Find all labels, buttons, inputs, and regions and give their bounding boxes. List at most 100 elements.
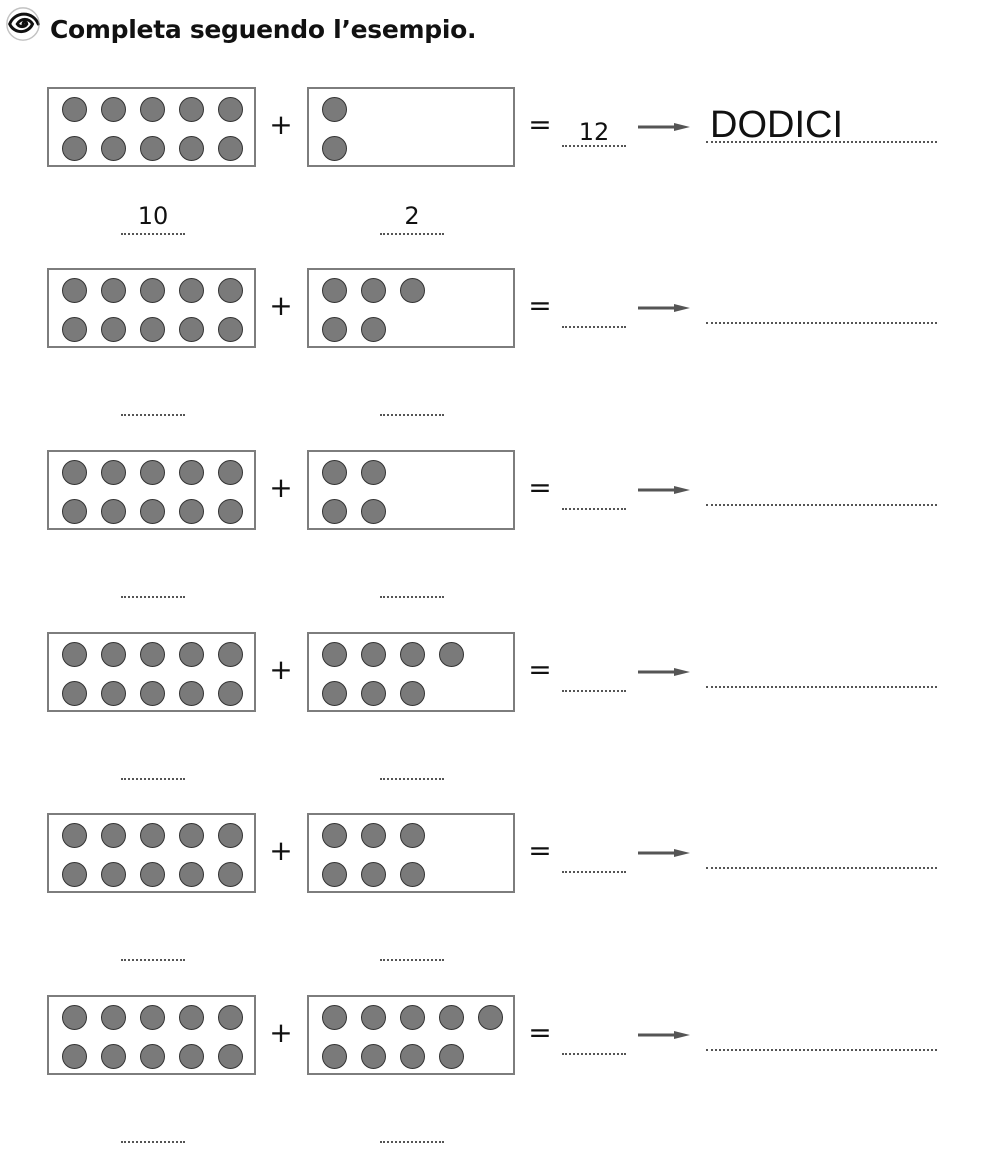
number-word-blank[interactable] <box>706 650 937 688</box>
counter-dot <box>140 681 165 706</box>
tens-value-blank[interactable]: 10 <box>121 199 185 235</box>
counter-dot <box>218 681 243 706</box>
sum-blank[interactable] <box>562 482 626 510</box>
counter-dot <box>322 97 347 122</box>
counter-dot <box>322 862 347 887</box>
units-frame <box>307 87 515 167</box>
counter-dot <box>361 499 386 524</box>
tens-frame <box>47 450 256 530</box>
number-word-blank[interactable]: DODICI <box>706 105 937 145</box>
counter-dot <box>400 642 425 667</box>
sum-blank[interactable] <box>562 664 626 692</box>
counter-dot <box>179 460 204 485</box>
counter-dot <box>62 823 87 848</box>
counter-dot <box>361 1005 386 1030</box>
counter-dot <box>140 1005 165 1030</box>
counter-dot <box>179 1044 204 1069</box>
counter-dot <box>218 1044 243 1069</box>
counter-dot <box>101 317 126 342</box>
counter-dot <box>400 681 425 706</box>
tens-frame <box>47 268 256 348</box>
tens-frame <box>47 632 256 712</box>
units-value-blank[interactable] <box>380 925 444 961</box>
counter-dot <box>218 823 243 848</box>
tens-value-blank[interactable] <box>121 925 185 961</box>
counter-dot <box>179 642 204 667</box>
counter-dot <box>218 278 243 303</box>
units-frame <box>307 450 515 530</box>
number-word-blank[interactable] <box>706 286 937 324</box>
exercise-row-6: + = <box>0 995 1000 1155</box>
counter-dot <box>400 278 425 303</box>
units-value-blank[interactable] <box>380 744 444 780</box>
number-word-blank[interactable] <box>706 831 937 869</box>
sum-blank[interactable] <box>562 845 626 873</box>
counter-dot <box>400 1044 425 1069</box>
exercise-row-2: + = <box>0 268 1000 428</box>
counter-dot <box>62 1005 87 1030</box>
arrow-right-icon <box>638 1031 690 1039</box>
counter-dot <box>62 136 87 161</box>
tens-value-blank[interactable] <box>121 562 185 598</box>
counter-dot <box>478 1005 503 1030</box>
counter-dot <box>322 1005 347 1030</box>
tens-value-blank[interactable] <box>121 380 185 416</box>
exercise-row-4: + = <box>0 632 1000 792</box>
counter-dot <box>322 317 347 342</box>
counter-dot <box>62 862 87 887</box>
counter-dot <box>101 97 126 122</box>
sum-blank[interactable] <box>562 1027 626 1055</box>
instruction-title: Completa seguendo l’esempio. <box>50 14 477 44</box>
sum-blank[interactable] <box>562 300 626 328</box>
counter-dot <box>361 823 386 848</box>
tens-value-blank[interactable] <box>121 744 185 780</box>
sum-blank[interactable]: 12 <box>562 119 626 147</box>
exercise-row-5: + = <box>0 813 1000 973</box>
counter-dot <box>140 136 165 161</box>
units-frame <box>307 268 515 348</box>
counter-dot <box>62 681 87 706</box>
counter-dot <box>101 1044 126 1069</box>
counter-dot <box>322 642 347 667</box>
number-word-blank[interactable] <box>706 468 937 506</box>
units-value-blank[interactable] <box>380 1107 444 1143</box>
counter-dot <box>101 823 126 848</box>
counter-dot <box>62 642 87 667</box>
tens-value-blank[interactable] <box>121 1107 185 1143</box>
counter-dot <box>322 499 347 524</box>
units-value-blank[interactable]: 2 <box>380 199 444 235</box>
equals-sign: = <box>528 471 552 504</box>
units-value-blank[interactable] <box>380 562 444 598</box>
counter-dot <box>140 97 165 122</box>
counter-dot <box>322 681 347 706</box>
exercise-row-1: + = 12 DODICI 10 2 <box>0 87 1000 247</box>
counter-dot <box>179 823 204 848</box>
counter-dot <box>361 278 386 303</box>
units-frame <box>307 813 515 893</box>
arrow-right-icon <box>638 849 690 857</box>
counter-dot <box>361 460 386 485</box>
counter-dot <box>62 1044 87 1069</box>
plus-sign: + <box>269 108 293 141</box>
counter-dot <box>140 278 165 303</box>
units-value-blank[interactable] <box>380 380 444 416</box>
equals-sign: = <box>528 289 552 322</box>
equals-sign: = <box>528 653 552 686</box>
counter-dot <box>179 317 204 342</box>
counter-dot <box>218 499 243 524</box>
plus-sign: + <box>269 289 293 322</box>
counter-dot <box>361 862 386 887</box>
counter-dot <box>62 278 87 303</box>
counter-dot <box>322 460 347 485</box>
counter-dot <box>179 499 204 524</box>
counter-dot <box>439 1044 464 1069</box>
counter-dot <box>101 460 126 485</box>
counter-dot <box>179 136 204 161</box>
counter-dot <box>400 823 425 848</box>
counter-dot <box>218 642 243 667</box>
counter-dot <box>62 460 87 485</box>
plus-sign: + <box>269 1016 293 1049</box>
equals-sign: = <box>528 834 552 867</box>
equals-sign: = <box>528 1016 552 1049</box>
number-word-blank[interactable] <box>706 1013 937 1051</box>
